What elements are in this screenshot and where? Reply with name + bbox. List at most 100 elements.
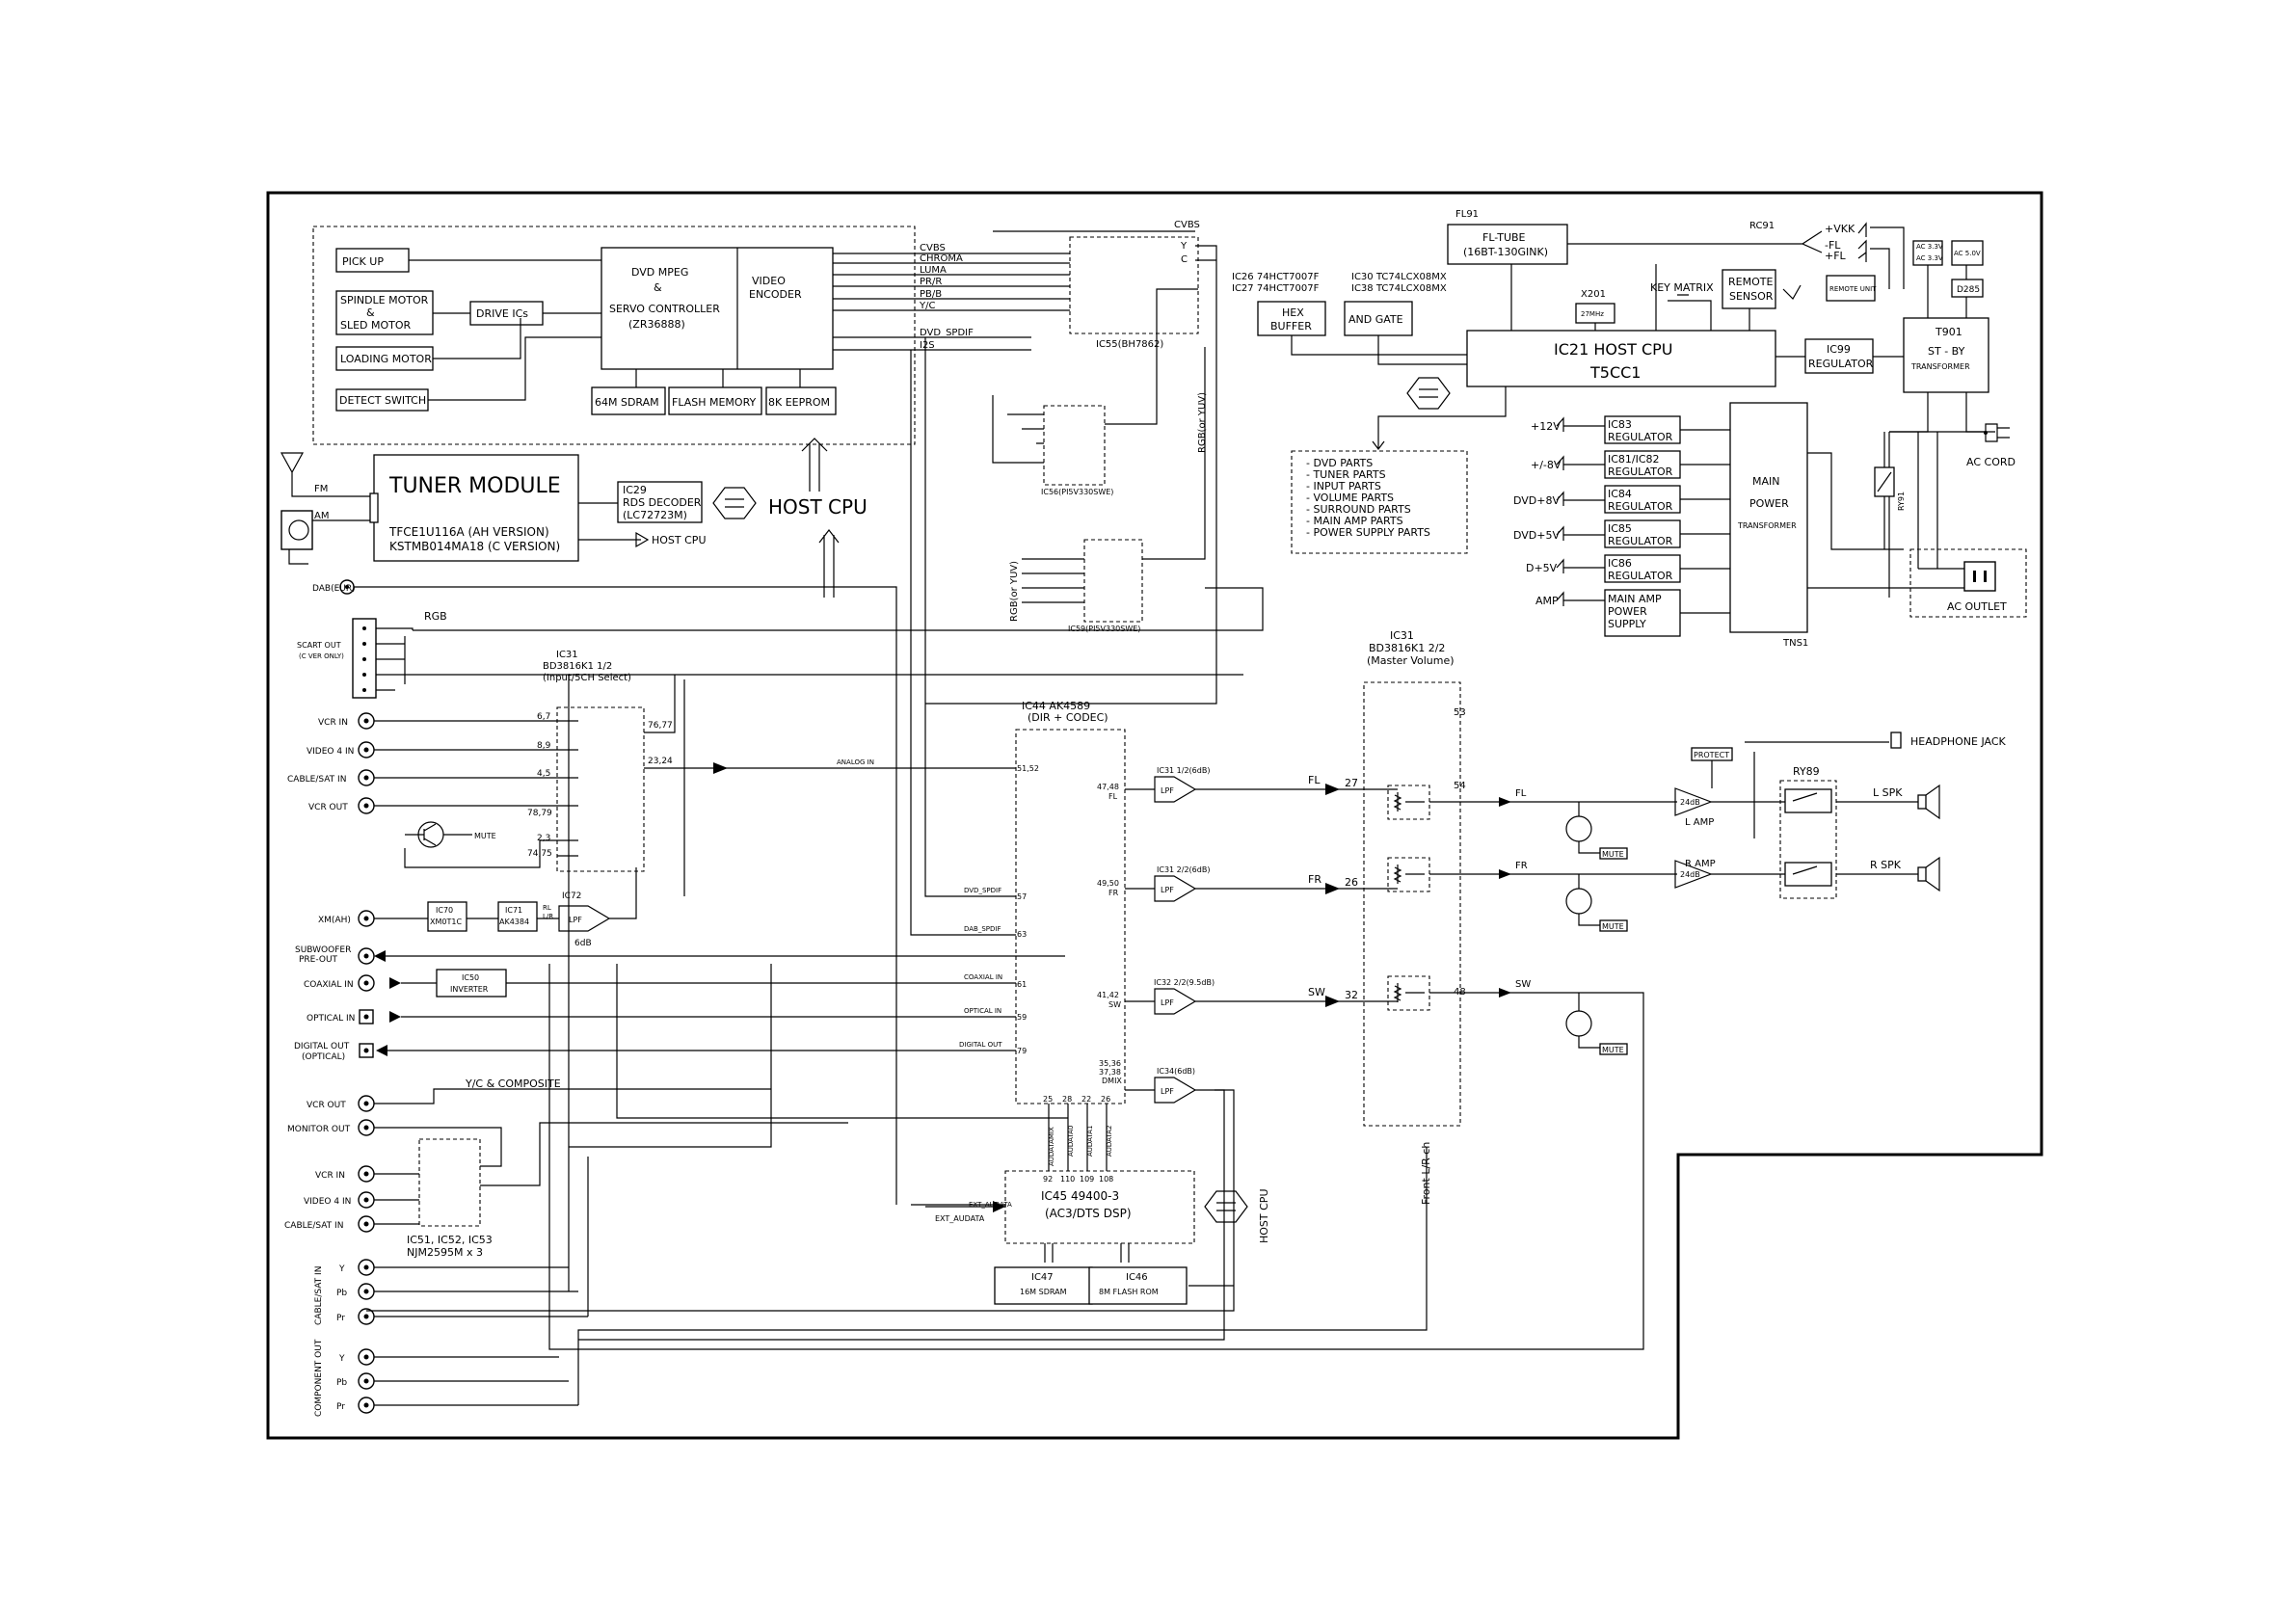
svg-text:DVD_SPDIF: DVD_SPDIF: [964, 887, 1001, 894]
svg-text:IC34(6dB): IC34(6dB): [1157, 1067, 1195, 1076]
svg-text:IC31 1/2(6dB): IC31 1/2(6dB): [1157, 766, 1210, 775]
optical-in-jack[interactable]: [359, 1009, 374, 1024]
svg-text:57: 57: [1017, 892, 1027, 901]
svg-text:AC OUTLET: AC OUTLET: [1947, 600, 2007, 613]
svg-text:25: 25: [1043, 1095, 1053, 1104]
svg-text:+VKK: +VKK: [1825, 223, 1855, 235]
svg-text:IC84: IC84: [1608, 488, 1632, 500]
svg-text:(AC3/DTS DSP): (AC3/DTS DSP): [1045, 1207, 1132, 1220]
svg-text:RDS DECODER: RDS DECODER: [623, 496, 702, 509]
svg-text:AK4384: AK4384: [499, 918, 529, 926]
svg-text:54: 54: [1454, 781, 1466, 791]
svg-text:DIGITAL OUT: DIGITAL OUT: [294, 1042, 350, 1051]
svg-text:DRIVE ICs: DRIVE ICs: [476, 307, 528, 320]
svg-text:(Master Volume): (Master Volume): [1367, 654, 1455, 667]
spindle-motor-block: SPINDLE MOTOR&SLED MOTOR: [335, 290, 434, 335]
frame: [266, 191, 2043, 1440]
svg-text:IC26 74HCT7007F: IC26 74HCT7007F: [1232, 272, 1320, 282]
svg-text:VCR OUT: VCR OUT: [308, 803, 348, 812]
svg-text:TUNER MODULE: TUNER MODULE: [388, 474, 561, 498]
svg-text:FL: FL: [1108, 792, 1118, 801]
svg-text:TNS1: TNS1: [1782, 638, 1808, 649]
svg-text:R AMP: R AMP: [1685, 859, 1716, 869]
svg-text:HOST CPU: HOST CPU: [768, 495, 868, 519]
svg-text:IC86: IC86: [1608, 557, 1632, 570]
svg-text:CABLE/SAT IN: CABLE/SAT IN: [287, 775, 346, 785]
svg-text:TRANSFORMER: TRANSFORMER: [1910, 362, 1970, 371]
svg-text:MONITOR OUT: MONITOR OUT: [287, 1125, 351, 1134]
svg-text:FL: FL: [1308, 774, 1321, 786]
svg-text:IC81/IC82: IC81/IC82: [1608, 453, 1660, 466]
input-jacks[interactable]: [358, 712, 375, 814]
svg-text:41,42: 41,42: [1097, 991, 1119, 999]
ic51-video-switch: [418, 1138, 481, 1227]
svg-text:(OPTICAL): (OPTICAL): [302, 1052, 345, 1062]
svg-text:IC31: IC31: [1390, 629, 1414, 642]
svg-text:DVD MPEG: DVD MPEG: [631, 266, 688, 279]
svg-text:IC46: IC46: [1126, 1272, 1148, 1283]
svg-text:AUDATA1: AUDATA1: [1086, 1126, 1094, 1157]
svg-text:Pr: Pr: [336, 1314, 345, 1323]
svg-text:AND GATE: AND GATE: [1348, 313, 1403, 326]
scart-connector[interactable]: [352, 618, 377, 699]
svg-text:RL: RL: [543, 904, 551, 912]
digital-out-jack[interactable]: [359, 1043, 374, 1058]
svg-text:COAXIAL IN: COAXIAL IN: [964, 973, 1002, 981]
coaxial-in-jack[interactable]: [358, 974, 375, 992]
ic59-switch: IC59(PI5V330SWE): [1022, 347, 1206, 633]
svg-text:SCART OUT: SCART OUT: [297, 641, 341, 650]
svg-text:IC85: IC85: [1608, 522, 1632, 535]
svg-text:+12V: +12V: [1531, 420, 1561, 433]
svg-text:DAB(EUR): DAB(EUR): [312, 584, 356, 594]
svg-text:LPF: LPF: [1161, 998, 1174, 1007]
svg-text:24dB: 24dB: [1680, 798, 1700, 807]
component-jacks[interactable]: [358, 1259, 375, 1414]
svg-text:6,7: 6,7: [537, 712, 550, 722]
svg-text:49,50: 49,50: [1097, 879, 1119, 888]
video-jacks[interactable]: [358, 1095, 375, 1233]
svg-text:FLASH MEMORY: FLASH MEMORY: [672, 396, 757, 409]
svg-text:CVBS: CVBS: [920, 243, 946, 253]
svg-text:IC83: IC83: [1608, 418, 1632, 431]
svg-text:IC21 HOST CPU: IC21 HOST CPU: [1554, 340, 1673, 359]
svg-text:Y/C & COMPOSITE: Y/C & COMPOSITE: [465, 1078, 561, 1090]
svg-text:AC 3.3V: AC 3.3V: [1916, 243, 1943, 251]
remote-unit-icon: REMOTE UNIT: [1826, 275, 1877, 302]
svg-text:LUMA: LUMA: [920, 265, 947, 276]
svg-text:59: 59: [1017, 1013, 1027, 1022]
svg-text:27MHz: 27MHz: [1581, 310, 1604, 318]
svg-text:51,52: 51,52: [1017, 764, 1039, 773]
svg-text:HEX: HEX: [1282, 306, 1304, 319]
ac-outlet-icon[interactable]: [1963, 561, 1996, 592]
svg-text:AUDATAMIX: AUDATAMIX: [1048, 1127, 1055, 1166]
svg-text:DVD+5V: DVD+5V: [1513, 529, 1560, 542]
svg-text:8,9: 8,9: [537, 741, 551, 751]
svg-text:(C VER ONLY): (C VER ONLY): [299, 652, 344, 660]
svg-text:32: 32: [1345, 989, 1358, 1001]
svg-text:MUTE: MUTE: [1602, 850, 1624, 859]
am-antenna-icon: AM: [280, 510, 374, 565]
svg-text:COMPONENT OUT: COMPONENT OUT: [314, 1339, 324, 1417]
svg-text:26: 26: [1345, 876, 1358, 889]
svg-text:LOADING MOTOR: LOADING MOTOR: [340, 353, 432, 365]
dab-jack[interactable]: [339, 579, 355, 595]
svg-text:EXT_AUDATA: EXT_AUDATA: [935, 1214, 985, 1223]
svg-text:Front L/R ch: Front L/R ch: [1420, 1142, 1432, 1205]
xm-jack[interactable]: [358, 910, 375, 927]
svg-text:TRANSFORMER: TRANSFORMER: [1737, 521, 1797, 530]
tuner-module-block: TUNER MODULE TFCE1U116A (AH VERSION)KSTM…: [369, 454, 579, 562]
svg-text:MAIN: MAIN: [1752, 475, 1780, 488]
svg-text:REMOTE UNIT: REMOTE UNIT: [1829, 285, 1877, 293]
svg-text:IC50: IC50: [462, 973, 479, 982]
ac-cord-icon[interactable]: [1984, 423, 2010, 442]
subwoofer-jack[interactable]: [358, 947, 375, 965]
